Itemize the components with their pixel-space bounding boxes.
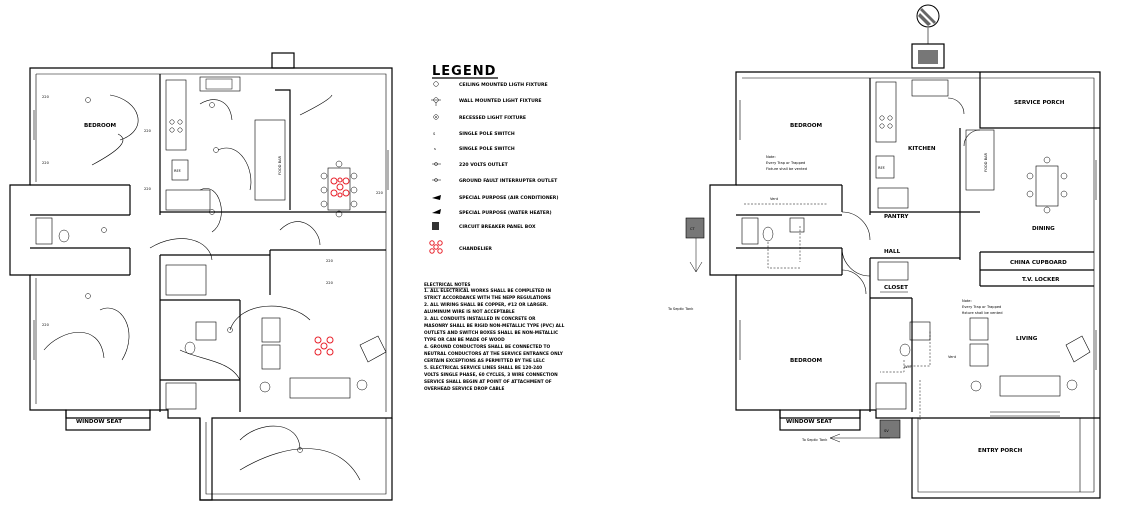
right-vent-top-label: Vent — [770, 197, 779, 201]
outlet-label-6: 220 — [326, 259, 334, 263]
right-vent-bottom-label: Vent — [948, 355, 957, 359]
left-porch — [199, 418, 393, 501]
outlet-label-3: 220 — [42, 323, 50, 327]
to-septic-bottom-label: To Septic Tank — [801, 438, 828, 442]
note-line: VOLTS SINGLE PHASE, 60 CYCLES, 3 WIRE CO… — [424, 372, 558, 378]
note-line: OUTLETS AND SWITCH BOXES SHALL BE NON-ME… — [424, 330, 558, 336]
note-line: 2. ALL WIRING SHALL BE COPPER, #12 OR LA… — [424, 302, 548, 308]
left-outer-wall — [9, 67, 393, 501]
left-dining-table — [327, 167, 351, 211]
right-note-bottom-line: fixture shall be vented — [962, 311, 1002, 315]
left-ref-label: REF. — [174, 169, 181, 173]
wm-label: WM — [904, 365, 911, 369]
legend-item-gfi-outlet: GROUND FAULT INTERRUPTER OUTLET — [459, 178, 558, 184]
right-window-seat-label: WINDOW SEAT — [786, 419, 832, 425]
right-note-top-line: Fixture shall be vented — [766, 167, 807, 171]
note-line: 5. ELECTRICAL SERVICE LINES SHALL BE 120… — [424, 365, 542, 371]
right-bedroom-bottom-label: BEDROOM — [790, 358, 823, 364]
chimney — [271, 52, 295, 69]
right-china-cupboard-label: CHINA CUPBOARD — [1010, 260, 1067, 266]
legend-item-220-outlet: 220 VOLTS OUTLET — [459, 162, 509, 168]
to-septic-left-label: To Septic Tank — [667, 307, 694, 311]
ct-label: CT — [690, 227, 696, 231]
wall-light-icon — [431, 97, 441, 106]
living-chandelier-icon — [314, 336, 334, 356]
right-pantry-label: PANTRY — [884, 214, 909, 220]
chandelier-legend-icon — [429, 240, 443, 254]
right-window-seat — [779, 409, 861, 431]
right-dining-label: DINING — [1032, 226, 1055, 232]
ceiling-light-icon — [433, 81, 439, 87]
left-bedroom-top-label: BEDROOM — [84, 123, 117, 129]
outlet-220-icon — [432, 162, 441, 166]
note-line: 4. GROUND CONDUCTORS SHALL BE CONNECTED … — [424, 344, 550, 350]
legend-item-ceiling-light: CEILING MOUNTED LIGTH FIXTURE — [459, 82, 548, 88]
legend-item-recessed-light: RECESSED LIGHT FIXTURE — [459, 115, 526, 121]
legend: LEGEND S s CEILING MOUNTED LIGTH FIXTURE… — [424, 64, 565, 392]
right-food-bar-label: FOOD BAR — [984, 152, 988, 172]
right-kitchen-label: KITCHEN — [908, 146, 936, 152]
chimney-right — [911, 43, 945, 69]
note-line: 3. ALL CONDUITS INSTALLED IN CONCRETE OR — [424, 316, 536, 322]
right-ref-label: REF. — [878, 166, 885, 170]
note-line: NEUTRAL CONDUCTORS AT THE SERVICE ENTRAN… — [424, 351, 564, 357]
legend-item-aircon: SPECIAL PURPOSE (AIR CONDITIONER) — [459, 195, 558, 201]
note-line: 1. ALL ELECTRICAL WORKS SHALL BE COMPLET… — [424, 288, 551, 294]
right-hall-label: HALL — [884, 249, 901, 255]
aircon-outlet-icon — [432, 195, 441, 200]
outlet-label-4: 220 — [144, 129, 152, 133]
left-food-bar-label: FOOD BAR — [278, 155, 282, 175]
recessed-light-icon — [433, 114, 439, 120]
note-line: CERTAIN EXCEPTIONS AS PERMITTED BY THE L… — [424, 358, 545, 364]
outlet-label-5: 220 — [144, 187, 152, 191]
left-window-seat — [65, 409, 151, 431]
right-note-bottom-line: Note: — [962, 299, 972, 303]
gfi-outlet-icon — [432, 178, 441, 182]
legend-item-chandelier: CHANDELIER — [459, 246, 492, 252]
single-pole-switch-icon: S — [433, 132, 436, 136]
legend-item-single-pole-switch: SINGLE POLE SWITCH — [459, 131, 515, 137]
left-ref — [171, 159, 189, 181]
right-living-label: LIVING — [1016, 336, 1038, 342]
right-bedroom-top-label: BEDROOM — [790, 123, 823, 129]
single-pole-switch-2-icon: s — [434, 147, 436, 151]
outlet-label-7: 220 — [326, 281, 334, 285]
water-heater-outlet-icon — [432, 209, 441, 214]
legend-item-panel-box: CIRCUIT BREAKER PANEL BOX — [459, 224, 536, 230]
legend-item-water-heater: SPECIAL PURPOSE (WATER HEATER) — [459, 210, 552, 216]
right-closet-label: CLOSET — [884, 285, 908, 291]
right-note-top-line: Note: — [766, 155, 776, 159]
electrical-notes: 1. ALL ELECTRICAL WORKS SHALL BE COMPLET… — [424, 288, 565, 392]
outlet-label-1: 220 — [42, 95, 50, 99]
right-service-porch-label: SERVICE PORCH — [1014, 100, 1065, 106]
note-line: SERVICE SHALL BEGIN AT POINT OF ATTACHME… — [424, 379, 552, 385]
right-entry-porch-label: ENTRY PORCH — [978, 448, 1023, 454]
right-note-bottom-line: Every Trap or Trapped — [962, 305, 1001, 309]
right-tv-locker-label: T.V. LOCKER — [1022, 277, 1060, 283]
outlet-label-8: 220 — [376, 191, 384, 195]
right-note-top-line: Every Trap or Trapped — [766, 161, 805, 165]
right-plumbing-plan: REF. FOOD BAR — [667, 4, 1101, 499]
panel-box-icon — [432, 222, 439, 230]
outlet-label-2: 220 — [42, 161, 50, 165]
legend-item-wall-light: WALL MOUNTED LIGHT FIXTURE — [459, 98, 542, 104]
dining-chandelier-icon — [330, 177, 350, 198]
left-electrical-plan: REF. FOOD BAR BEDROOM WIN — [9, 52, 393, 501]
sv-label: SV — [884, 429, 889, 433]
note-line: OVERHEAD SERVICE DROP CABLE — [424, 386, 505, 392]
note-line: MASONRY SHALL BE RIGID NON-METALLIC TYPE… — [424, 323, 565, 329]
note-line: ALUMINUM WIRE IS NOT ACCEPTABLE — [424, 309, 515, 315]
electrical-notes-title: ELECTRICAL NOTES — [424, 282, 471, 288]
legend-item-single-pole-switch-2: SINGLE POLE SWITCH — [459, 146, 515, 152]
note-line: STRICT ACCORDANCE WITH THE NEPP REGULATI… — [424, 295, 551, 301]
legend-title: LEGEND — [432, 64, 496, 79]
left-window-seat-label: WINDOW SEAT — [76, 419, 122, 425]
right-ref — [875, 155, 895, 179]
note-line: TYPE OR CAN BE MADE OF WOOD — [424, 337, 505, 343]
